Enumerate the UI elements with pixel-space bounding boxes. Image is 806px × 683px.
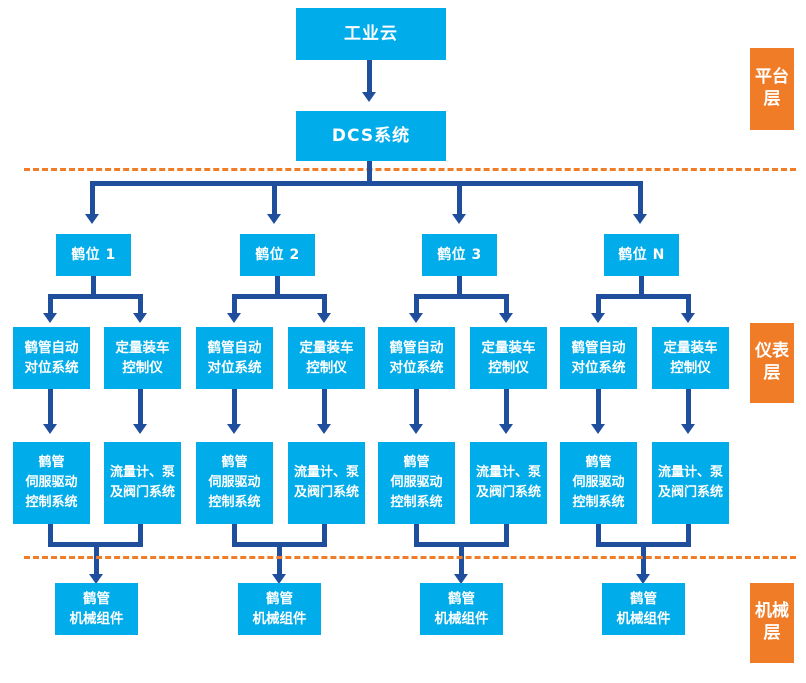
link-inst-driver-2a	[232, 389, 237, 427]
merge-arrow-4	[636, 574, 650, 584]
split-drop-2b	[322, 294, 327, 316]
split-bar-station-3	[414, 294, 509, 299]
node-station-4[interactable]: 鹤位 N	[604, 234, 679, 276]
node-mechanical-assembly-4[interactable]: 鹤管 机械组件	[602, 583, 685, 635]
split-drop-4a	[596, 294, 601, 316]
merge-stem-1	[94, 542, 99, 578]
link-arrow-inst-driver-2b	[317, 424, 331, 434]
node-metering-controller-4[interactable]: 定量装车 控制仪	[652, 327, 729, 389]
bus-arrow-station-2	[267, 214, 281, 224]
bus-arrow-station-4	[633, 214, 647, 224]
merge-stem-4	[641, 542, 646, 578]
link-arrow-inst-driver-4a	[591, 424, 605, 434]
node-servo-drive-control-1[interactable]: 鹤管 伺服驱动 控制系统	[13, 442, 90, 524]
bus-arrow-station-3	[452, 214, 466, 224]
split-arrow-4a	[591, 313, 605, 323]
node-metering-controller-3[interactable]: 定量装车 控制仪	[470, 327, 547, 389]
merge-riser-2a	[232, 524, 237, 546]
split-stem-station-3	[457, 276, 462, 298]
node-station-2[interactable]: 鹤位 2	[240, 234, 315, 276]
separator-platform-instrument	[24, 168, 796, 171]
node-servo-drive-control-4[interactable]: 鹤管 伺服驱动 控制系统	[560, 442, 637, 524]
node-flowmeter-pump-valve-4[interactable]: 流量计、泵 及阀门系统	[652, 442, 729, 524]
split-drop-3a	[414, 294, 419, 316]
link-arrow-inst-driver-1b	[133, 424, 147, 434]
split-arrow-3a	[409, 313, 423, 323]
bus-drop-station-3	[457, 181, 462, 217]
split-stem-station-4	[639, 276, 644, 298]
merge-stem-3	[459, 542, 464, 578]
node-auto-positioning-2[interactable]: 鹤管自动 对位系统	[196, 327, 273, 389]
link-arrow-inst-driver-3b	[499, 424, 513, 434]
node-servo-drive-control-2[interactable]: 鹤管 伺服驱动 控制系统	[196, 442, 273, 524]
bus-dcs-horizontal	[90, 181, 643, 186]
layer-badge-instrument: 仪表层	[750, 323, 794, 403]
bus-dcs-stem	[367, 161, 372, 183]
split-drop-2a	[232, 294, 237, 316]
bus-drop-station-2	[272, 181, 277, 217]
node-station-3[interactable]: 鹤位 3	[422, 234, 497, 276]
split-stem-station-1	[91, 276, 96, 298]
split-drop-1b	[138, 294, 143, 316]
merge-arrow-2	[272, 574, 286, 584]
link-inst-driver-2b	[322, 389, 327, 427]
merge-riser-1b	[138, 524, 143, 546]
link-arrow-inst-driver-2a	[227, 424, 241, 434]
node-metering-controller-2[interactable]: 定量装车 控制仪	[288, 327, 365, 389]
link-inst-driver-4a	[596, 389, 601, 427]
link-inst-driver-3a	[414, 389, 419, 427]
split-arrow-1a	[43, 313, 57, 323]
split-arrow-4b	[681, 313, 695, 323]
split-drop-4b	[686, 294, 691, 316]
split-bar-station-2	[232, 294, 327, 299]
node-mechanical-assembly-3[interactable]: 鹤管 机械组件	[420, 583, 503, 635]
node-industrial-cloud[interactable]: 工业云	[296, 8, 446, 60]
split-bar-station-4	[596, 294, 691, 299]
node-auto-positioning-4[interactable]: 鹤管自动 对位系统	[560, 327, 637, 389]
node-flowmeter-pump-valve-1[interactable]: 流量计、泵 及阀门系统	[104, 442, 181, 524]
separator-instrument-mechanical	[24, 556, 796, 559]
node-metering-controller-1[interactable]: 定量装车 控制仪	[104, 327, 181, 389]
merge-riser-4b	[686, 524, 691, 546]
split-bar-station-1	[48, 294, 143, 299]
bus-arrow-station-1	[85, 214, 99, 224]
node-dcs-system[interactable]: DCS系统	[296, 111, 446, 161]
node-servo-drive-control-3[interactable]: 鹤管 伺服驱动 控制系统	[378, 442, 455, 524]
link-arrow-inst-driver-4b	[681, 424, 695, 434]
link-inst-driver-3b	[504, 389, 509, 427]
merge-riser-3b	[504, 524, 509, 546]
node-flowmeter-pump-valve-2[interactable]: 流量计、泵 及阀门系统	[288, 442, 365, 524]
merge-riser-3a	[414, 524, 419, 546]
split-arrow-3b	[499, 313, 513, 323]
split-arrow-2b	[317, 313, 331, 323]
split-stem-station-2	[275, 276, 280, 298]
split-drop-3b	[504, 294, 509, 316]
bus-drop-station-1	[90, 181, 95, 217]
layer-badge-mechanical: 机械层	[750, 583, 794, 663]
connector-cloud-to-dcs-arrow	[362, 92, 376, 102]
node-auto-positioning-1[interactable]: 鹤管自动 对位系统	[13, 327, 90, 389]
connector-cloud-to-dcs-line	[367, 60, 372, 95]
node-mechanical-assembly-1[interactable]: 鹤管 机械组件	[55, 583, 138, 635]
node-mechanical-assembly-2[interactable]: 鹤管 机械组件	[238, 583, 321, 635]
merge-riser-2b	[322, 524, 327, 546]
split-arrow-1b	[133, 313, 147, 323]
link-arrow-inst-driver-1a	[43, 424, 57, 434]
bus-drop-station-4	[638, 181, 643, 217]
link-inst-driver-4b	[686, 389, 691, 427]
link-arrow-inst-driver-3a	[409, 424, 423, 434]
merge-arrow-3	[454, 574, 468, 584]
merge-riser-1a	[48, 524, 53, 546]
split-arrow-2a	[227, 313, 241, 323]
layer-badge-platform: 平台层	[750, 48, 794, 130]
merge-arrow-1	[89, 574, 103, 584]
merge-riser-4a	[596, 524, 601, 546]
merge-stem-2	[277, 542, 282, 578]
node-station-1[interactable]: 鹤位 1	[56, 234, 131, 276]
link-inst-driver-1b	[138, 389, 143, 427]
link-inst-driver-1a	[48, 389, 53, 427]
node-flowmeter-pump-valve-3[interactable]: 流量计、泵 及阀门系统	[470, 442, 547, 524]
split-drop-1a	[48, 294, 53, 316]
node-auto-positioning-3[interactable]: 鹤管自动 对位系统	[378, 327, 455, 389]
